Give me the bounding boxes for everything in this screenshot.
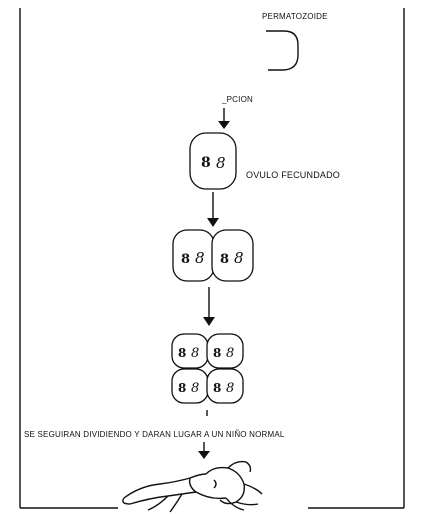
chromosome-dark: 8 [213,381,221,395]
sperm-label: PERMATOZOIDE [262,12,328,21]
chromosome-dark: 8 [213,346,221,360]
chromosome-dark: 8 [201,155,211,171]
four-cell-stage: 8 8 8 8 8 8 8 8 [171,333,244,404]
zygote-cell: 8 8 [189,132,237,190]
chromosome-light: 8 [234,249,244,267]
chromosome-light: 8 [226,346,234,361]
chromosome-dark: 8 [181,252,190,267]
chromosome-light: 8 [191,381,199,396]
zygote-label: OVULO FECUNDADO [246,170,340,180]
chromosome-light: 8 [195,249,205,267]
chromosome-dark: 8 [220,252,229,267]
chromosome-dark: 8 [178,346,186,360]
chromosome-light: 8 [216,154,226,172]
chromosome-dark: 8 [178,381,186,395]
chromosome-light: 8 [191,346,199,361]
down-arrow-icon [207,192,219,227]
fetus-icon [122,460,263,513]
caption: SE SEGUIRAN DIVIDIENDO Y DARAN LUGAR A U… [24,430,285,439]
two-cell-stage: 8 8 8 8 [172,229,254,282]
conception-label: _PCION [221,95,253,104]
frame [19,8,405,509]
down-arrow-icon [203,287,215,326]
down-arrow-icon [198,442,210,459]
down-arrow-icon [218,108,230,129]
sperm-curve-icon [266,30,299,71]
chromosome-light: 8 [226,381,234,396]
